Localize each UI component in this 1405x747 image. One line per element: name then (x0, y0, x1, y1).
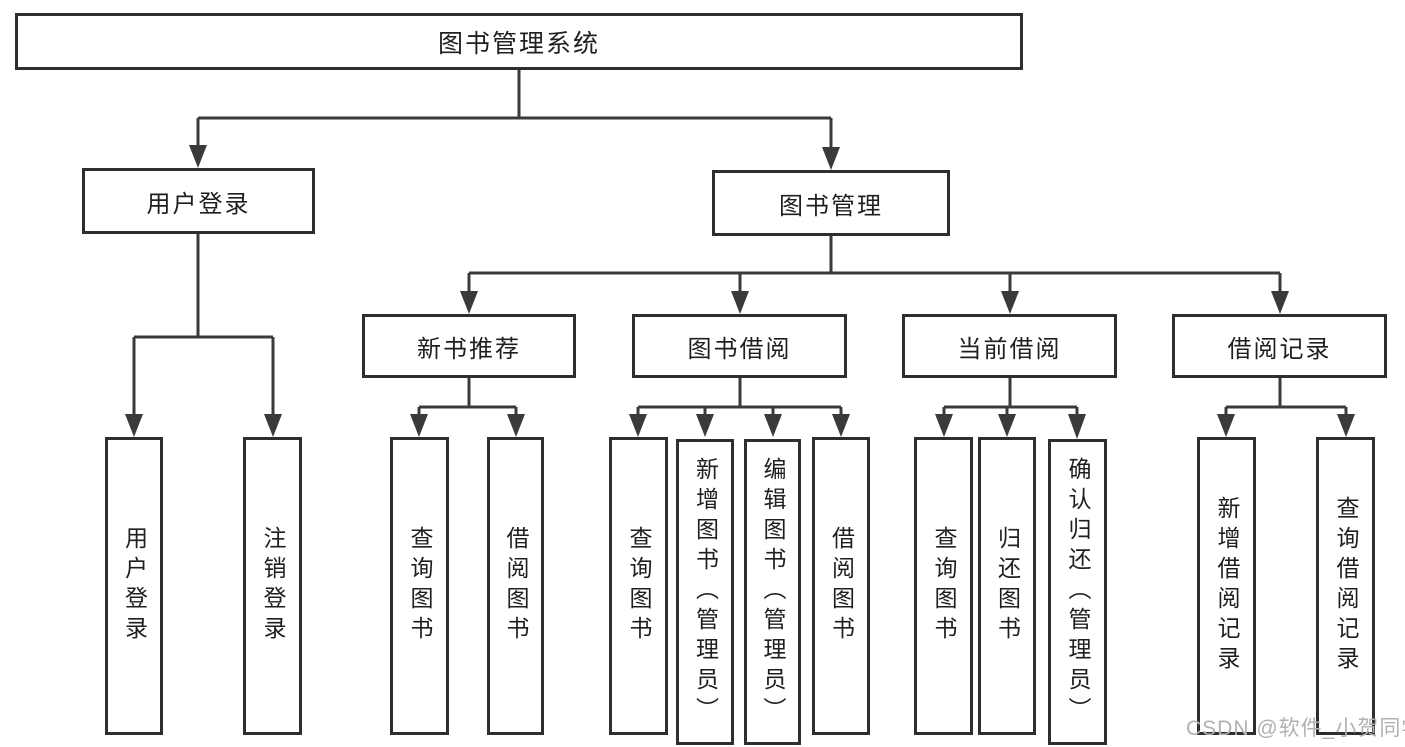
leaf-logout: 注销登录 (243, 437, 302, 735)
leaf-confirm-return-admin-label: 确认归还（管理员） (1065, 457, 1091, 727)
leaf-edit-books-admin-label: 编辑图书（管理员） (760, 457, 786, 727)
leaf-add-books-admin: 新增图书（管理员） (676, 439, 734, 745)
leaf-query-books-recommend: 查询图书 (390, 437, 449, 735)
node-borrowing-records-label: 借阅记录 (1227, 335, 1332, 363)
node-book-management-label: 图书管理 (779, 192, 883, 220)
leaf-query-books-borrowing: 查询图书 (609, 437, 668, 735)
leaf-return-books: 归还图书 (978, 437, 1036, 735)
leaf-add-borrow-record-label: 新增借阅记录 (1214, 496, 1240, 676)
node-new-book-recommend: 新书推荐 (362, 314, 576, 378)
leaf-query-books-current-label: 查询图书 (931, 526, 957, 646)
leaf-borrow-books-borrowing: 借阅图书 (812, 437, 870, 735)
node-library-system: 图书管理系统 (15, 13, 1023, 70)
node-new-book-recommend-label: 新书推荐 (417, 335, 521, 363)
leaf-add-borrow-record: 新增借阅记录 (1197, 437, 1256, 735)
node-book-borrowing-label: 图书借阅 (687, 335, 792, 363)
leaf-edit-books-admin: 编辑图书（管理员） (744, 439, 801, 745)
node-user-login-label: 用户登录 (146, 190, 251, 218)
leaf-return-books-label: 归还图书 (994, 526, 1021, 646)
leaf-query-books-recommend-label: 查询图书 (407, 526, 433, 646)
leaf-user-login: 用户登录 (105, 437, 163, 735)
leaf-confirm-return-admin: 确认归还（管理员） (1048, 439, 1107, 745)
node-current-borrowing-label: 当前借阅 (957, 335, 1062, 363)
node-library-system-label: 图书管理系统 (437, 29, 600, 58)
leaf-query-borrow-record: 查询借阅记录 (1316, 437, 1375, 735)
leaf-query-books-borrowing-label: 查询图书 (626, 526, 652, 646)
leaf-add-books-admin-label: 新增图书（管理员） (692, 457, 719, 727)
leaf-logout-label: 注销登录 (260, 526, 286, 646)
leaf-query-borrow-record-label: 查询借阅记录 (1333, 496, 1359, 676)
node-borrowing-records: 借阅记录 (1172, 314, 1387, 378)
node-current-borrowing: 当前借阅 (902, 314, 1117, 378)
leaf-borrow-books-recommend: 借阅图书 (487, 437, 544, 735)
node-book-borrowing: 图书借阅 (632, 314, 847, 378)
node-user-login: 用户登录 (82, 168, 315, 234)
watermark: CSDN @软件_小贺同学 (1186, 717, 1405, 740)
leaf-user-login-label: 用户登录 (121, 526, 148, 646)
leaf-query-books-current: 查询图书 (914, 437, 973, 735)
leaf-borrow-books-borrowing-label: 借阅图书 (828, 526, 855, 646)
connector-edges (132, 69, 1348, 415)
leaf-borrow-books-recommend-label: 借阅图书 (503, 526, 529, 646)
arrowhead-icons (125, 145, 1355, 439)
node-book-management: 图书管理 (712, 170, 950, 236)
